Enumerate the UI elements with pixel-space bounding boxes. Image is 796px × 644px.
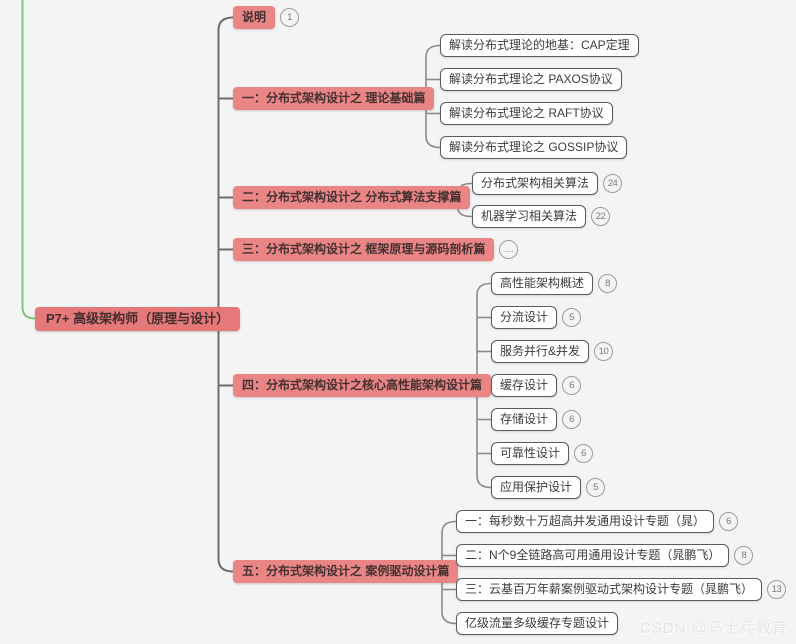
leaf-node-distributed-algorithms[interactable]: 分布式架构相关算法 — [472, 172, 599, 195]
leaf-row: 缓存设计 6 — [491, 374, 582, 397]
leaf-badge[interactable]: 5 — [562, 308, 582, 327]
leaf-row: 解读分布式理论之 PAXOS协议 — [440, 68, 622, 91]
branch-node-theory[interactable]: 一：分布式架构设计之 理论基础篇 — [233, 87, 435, 110]
leaf-badge[interactable]: 6 — [574, 444, 594, 463]
root-node-row: P7+ 高级架构师（原理与设计） — [35, 307, 241, 331]
branch-row-0: 说明 1 — [233, 6, 300, 29]
leaf-row: 三：云基百万年薪案例驱动式架构设计专题（晁鹏飞） 13 — [456, 578, 787, 601]
leaf-row: 存储设计 6 — [491, 408, 582, 431]
branch-row-4: 四：分布式架构设计之核心高性能架构设计篇 — [233, 374, 492, 397]
leaf-row: 解读分布式理论之 RAFT协议 — [440, 102, 613, 125]
leaf-badge[interactable]: 6 — [562, 410, 582, 429]
branch-node-framework[interactable]: 三：分布式架构设计之 框架原理与源码剖析篇 — [233, 238, 495, 261]
leaf-badge[interactable]: 8 — [598, 274, 618, 293]
leaf-node-high-availability-topic[interactable]: 二：N个9全链路高可用通用设计专题（晁鹏飞） — [456, 544, 730, 567]
trunk-connectors — [150, 16, 234, 573]
branch-row-1: 一：分布式架构设计之 理论基础篇 — [233, 87, 435, 110]
branch-row-2: 二：分布式架构设计之 分布式算法支撑篇 — [233, 186, 471, 209]
leaf-node-raft[interactable]: 解读分布式理论之 RAFT协议 — [440, 102, 613, 125]
root-node[interactable]: P7+ 高级架构师（原理与设计） — [35, 307, 241, 331]
leaf-node-high-concurrency-topic[interactable]: 一：每秒数十万超高并发通用设计专题（晁） — [456, 510, 715, 533]
leaf-node-case-driven-topic[interactable]: 三：云基百万年薪案例驱动式架构设计专题（晁鹏飞） — [456, 578, 763, 601]
leaf-row: 可靠性设计 6 — [491, 442, 594, 465]
leaf-row: 高性能架构概述 8 — [491, 272, 618, 295]
leaf-row: 分布式架构相关算法 24 — [472, 172, 623, 195]
leaf-node-hp-overview[interactable]: 高性能架构概述 — [491, 272, 594, 295]
watermark: CSDN @马士兵教育 — [640, 620, 788, 637]
leaf-node-gossip[interactable]: 解读分布式理论之 GOSSIP协议 — [440, 136, 628, 159]
leaf-badge[interactable]: 8 — [734, 546, 754, 565]
leaf-row: 一：每秒数十万超高并发通用设计专题（晁） 6 — [456, 510, 739, 533]
branch-badge-shuoming[interactable]: 1 — [280, 8, 300, 27]
leaf-row: 解读分布式理论之 GOSSIP协议 — [440, 136, 628, 159]
leaf-badge[interactable]: 6 — [719, 512, 739, 531]
leaf-node-multilevel-cache-topic[interactable]: 亿级流量多级缓存专题设计 — [456, 612, 619, 635]
leaf-node-storage-design[interactable]: 存储设计 — [491, 408, 558, 431]
branch-node-algorithm[interactable]: 二：分布式架构设计之 分布式算法支撑篇 — [233, 186, 471, 209]
leaf-badge[interactable]: 13 — [767, 580, 787, 599]
green-guide-line — [21, 0, 36, 320]
leaf-row: 分流设计 5 — [491, 306, 582, 329]
leaf-badge[interactable]: 22 — [591, 207, 611, 226]
leaf-row: 机器学习相关算法 22 — [472, 205, 611, 228]
branch-node-performance[interactable]: 四：分布式架构设计之核心高性能架构设计篇 — [233, 374, 492, 397]
leaf-node-cap[interactable]: 解读分布式理论的地基：CAP定理 — [440, 34, 639, 57]
branch-row-5: 五：分布式架构设计之 案例驱动设计篇 — [233, 560, 459, 583]
leaf-node-ml-algorithms[interactable]: 机器学习相关算法 — [472, 205, 587, 228]
branch-node-shuoming[interactable]: 说明 — [233, 6, 276, 29]
leaf-badge[interactable]: 5 — [586, 478, 606, 497]
leaf-badge[interactable]: 6 — [562, 376, 582, 395]
branch-badge-framework-collapsed[interactable]: … — [499, 240, 519, 259]
leaf-row: 亿级流量多级缓存专题设计 — [456, 612, 619, 635]
leaf-row: 解读分布式理论的地基：CAP定理 — [440, 34, 639, 57]
leaf-row: 二：N个9全链路高可用通用设计专题（晁鹏飞） 8 — [456, 544, 754, 567]
leaf-node-reliability-design[interactable]: 可靠性设计 — [491, 442, 570, 465]
leaf-row: 服务并行&并发 10 — [491, 340, 614, 363]
branch-row-3: 三：分布式架构设计之 框架原理与源码剖析篇 … — [233, 238, 519, 261]
leaf-node-paxos[interactable]: 解读分布式理论之 PAXOS协议 — [440, 68, 622, 91]
leaf-node-cache-design[interactable]: 缓存设计 — [491, 374, 558, 397]
leaf-node-app-protection-design[interactable]: 应用保护设计 — [491, 476, 582, 499]
leaf-node-traffic-split-design[interactable]: 分流设计 — [491, 306, 558, 329]
leaf-badge[interactable]: 10 — [594, 342, 614, 361]
leaf-node-parallel-concurrent[interactable]: 服务并行&并发 — [491, 340, 590, 363]
leaf-badge[interactable]: 24 — [603, 174, 623, 193]
leaf-row: 应用保护设计 5 — [491, 476, 606, 499]
branch-node-case-driven[interactable]: 五：分布式架构设计之 案例驱动设计篇 — [233, 560, 459, 583]
